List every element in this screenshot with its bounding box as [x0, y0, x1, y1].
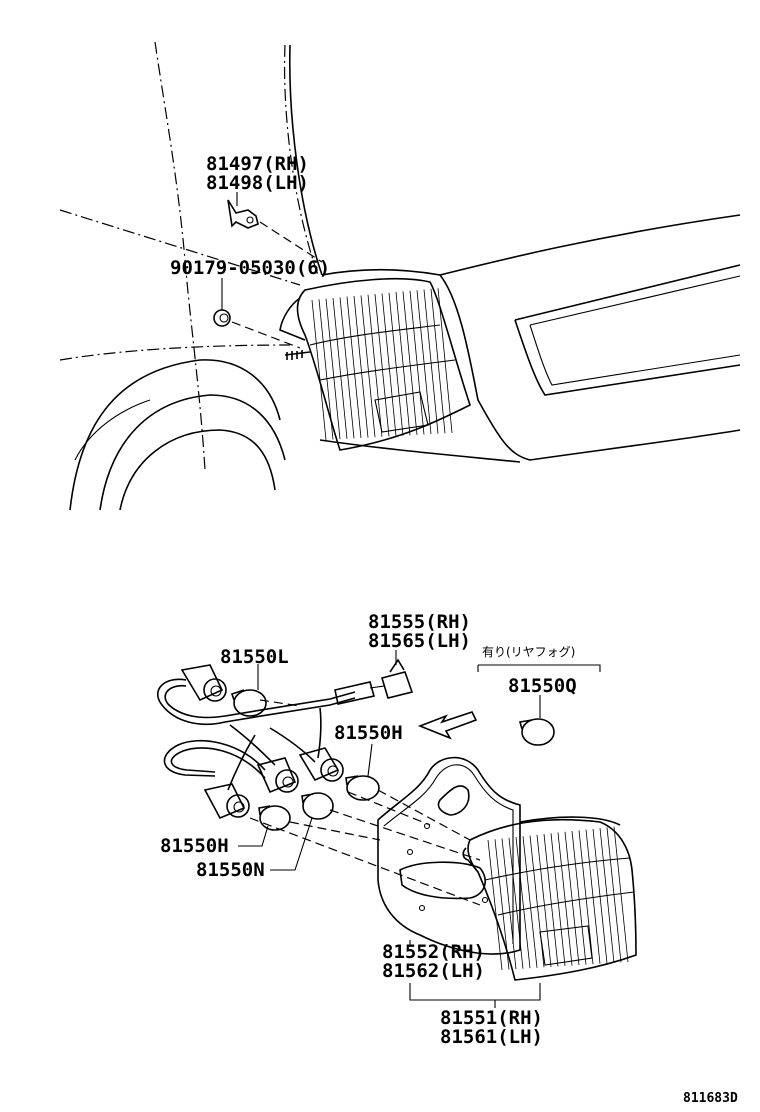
lens-rib-line [381, 293, 397, 437]
lens-rib-line [374, 294, 390, 437]
lens-rib-line [557, 832, 573, 966]
arrow-icon [417, 711, 478, 740]
tail-lamp-installed [279, 277, 471, 451]
lens-rib-line [325, 298, 341, 440]
bulb-icon [301, 792, 334, 820]
bulb-socket-icon [298, 747, 344, 782]
part-label-90179-05030: 90179-05030(6) [170, 257, 330, 279]
lens-rib-line [606, 827, 622, 963]
lens-rib-line [332, 297, 348, 439]
lens-rib-line [416, 290, 432, 435]
lens-rib-line [536, 834, 552, 967]
bulb-icon [518, 718, 555, 746]
nut-icon [213, 309, 231, 327]
vehicle-body-illustration [59, 41, 741, 511]
lens-rib-line [550, 833, 566, 967]
lens-rib-line [388, 292, 404, 436]
gasket-icon [377, 756, 521, 955]
lens-rib-line [423, 289, 439, 434]
bulb-icon [345, 775, 380, 801]
lens-rib-line [487, 839, 503, 971]
lens-rib-line [613, 826, 629, 963]
bulb-socket-icon [256, 757, 299, 794]
bulb-socket-icon [180, 664, 227, 702]
lens-rib-line [402, 291, 418, 435]
fog-option-note: 有り(リヤフォグ) [482, 645, 575, 659]
lens-rib-line [508, 837, 524, 969]
lens-rib-line [339, 297, 355, 439]
part-label-81552: 81552(RH) [382, 941, 485, 963]
lens-rib-line [346, 296, 362, 439]
lens-rib-line [367, 294, 383, 437]
lens-rib-line [522, 836, 538, 968]
part-label-81550n: 81550N [196, 859, 265, 881]
lens-rib-line [515, 836, 531, 969]
retainer-clip-icon [227, 199, 259, 229]
lens-rib-line [501, 838, 517, 970]
part-label-81562: 81562(LH) [382, 960, 485, 982]
part-label-81565: 81565(LH) [368, 630, 471, 652]
fog-socket-connector-icon [334, 658, 414, 705]
lens-rib-line [311, 299, 327, 441]
bulb-icon [230, 689, 267, 717]
part-label-81561: 81561(LH) [440, 1026, 543, 1048]
stud-bolt-icon [284, 350, 311, 360]
lens-rib-line [578, 830, 594, 965]
bulb-icon [258, 805, 291, 831]
part-label-81550h-left: 81550H [160, 835, 229, 857]
part-label-81550l: 81550L [220, 646, 289, 668]
lens-rib-line [430, 288, 446, 434]
lens-rib-line [353, 296, 369, 438]
bulb-socket-icon [203, 783, 250, 820]
lens-rib-line [543, 834, 559, 967]
lens-rib-line [564, 831, 580, 966]
part-label-81550h-top: 81550H [334, 722, 403, 744]
lens-rib-line [592, 828, 608, 964]
lens-rib-line [437, 288, 453, 433]
lens-rib-line [599, 828, 615, 963]
part-label-81550q: 81550Q [508, 675, 577, 697]
lens-rib-line [571, 831, 587, 965]
lens-rib-line [395, 292, 411, 436]
lens-rib-line [494, 839, 510, 970]
lens-rib-line [360, 295, 376, 438]
lens-rib-line [409, 290, 425, 435]
lens-rib-line [529, 835, 545, 968]
part-label-81551: 81551(RH) [440, 1007, 543, 1029]
diagram-id: 811683D [683, 1091, 738, 1106]
part-label-81497: 81497(RH) [206, 153, 309, 175]
wiring-harness [156, 678, 356, 791]
lens-rib-line [585, 829, 601, 964]
part-label-81498: 81498(LH) [206, 172, 309, 194]
lens-rib-line [318, 299, 334, 440]
tail-lamp-assembly-icon [462, 816, 637, 981]
part-label-81555: 81555(RH) [368, 611, 471, 633]
